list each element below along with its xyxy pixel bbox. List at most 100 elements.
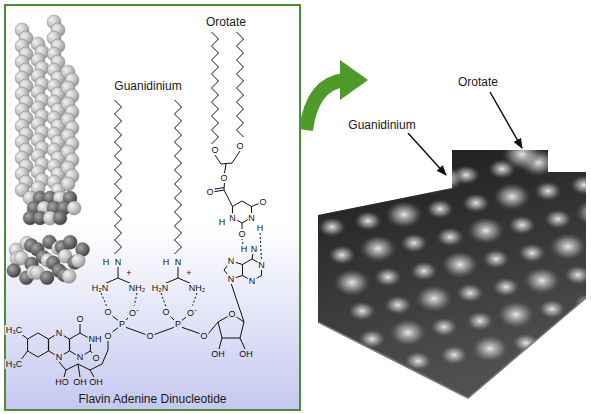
bond-line	[212, 95, 219, 102]
surface-bump	[436, 228, 464, 248]
bond-line	[28, 333, 38, 339]
surface-bump	[493, 184, 531, 212]
atom-label: O	[227, 309, 236, 319]
atom-label: O	[103, 331, 112, 341]
bond-line	[212, 102, 219, 109]
bond-line	[80, 323, 81, 333]
bond-line	[175, 177, 182, 184]
bond-line	[212, 116, 219, 123]
surface-bump	[548, 328, 576, 348]
surface-bump	[462, 194, 490, 214]
atom-label: N	[174, 257, 183, 267]
bond-line	[115, 226, 122, 233]
surface-bump	[389, 320, 427, 348]
bond-line	[38, 333, 48, 339]
surface-bump	[570, 176, 591, 196]
surface-bump	[404, 352, 432, 372]
atom-label: N	[247, 213, 256, 223]
surface-bump	[432, 168, 464, 192]
surface-bump	[348, 302, 376, 322]
atom-sphere	[40, 271, 54, 285]
atom-label: H	[162, 257, 171, 267]
bond-line	[212, 32, 219, 39]
bond-line	[115, 198, 122, 205]
surface-bump	[440, 346, 468, 366]
bond-line	[232, 151, 240, 163]
leader-arrow	[408, 133, 446, 175]
bond-line	[237, 39, 244, 46]
atom-sphere	[67, 201, 81, 215]
atom-label: HO	[54, 377, 70, 387]
bond-line	[175, 114, 182, 121]
atom-label: O	[235, 141, 244, 151]
bond-line	[175, 212, 182, 219]
hydrogen-bond	[260, 233, 262, 259]
surface-bump	[374, 268, 402, 288]
bond-line	[175, 128, 182, 135]
bond-line	[175, 240, 182, 247]
panel-frame	[5, 5, 300, 410]
bond-line	[69, 339, 70, 351]
bond-line	[115, 233, 122, 240]
atom-label: NH	[88, 334, 103, 344]
bond-line	[237, 88, 244, 95]
bond-line	[219, 338, 222, 349]
atom-sphere	[61, 177, 75, 191]
bond-line	[181, 327, 201, 334]
bond-line	[153, 327, 175, 335]
bond-line	[175, 170, 182, 177]
surface-bump	[523, 268, 561, 296]
bond-line	[212, 109, 219, 116]
bond-line	[48, 339, 49, 351]
molecule-band-fill	[6, 226, 299, 409]
surface-bump	[410, 262, 438, 282]
atom-label: N	[227, 256, 236, 266]
atom-label: O	[210, 145, 219, 155]
atom-label: H	[240, 244, 249, 254]
molecule-label: Orotate	[204, 14, 248, 30]
bond-line	[66, 364, 78, 370]
bond-line	[175, 226, 182, 233]
bond-line	[175, 198, 182, 205]
bond-line	[115, 240, 122, 247]
bond-line	[115, 135, 122, 142]
atom-sphere	[7, 264, 21, 278]
bond-line	[90, 370, 94, 377]
bond-line	[28, 351, 38, 357]
bond-line	[115, 184, 122, 191]
bond-line	[38, 351, 48, 357]
atom-sphere	[63, 235, 77, 249]
atom-label: H	[256, 223, 265, 233]
bond-line	[221, 163, 232, 164]
bond-line	[212, 130, 219, 137]
bond-line	[59, 362, 66, 370]
atom-label: O	[205, 187, 214, 197]
surface-bump	[549, 234, 587, 262]
surface-bump	[579, 318, 591, 346]
stm-surface	[303, 140, 591, 398]
surface-bump	[333, 270, 371, 298]
hydrogen-bond	[161, 293, 166, 307]
atom-label: O	[199, 331, 208, 341]
surface-bump	[385, 202, 423, 230]
bond-line	[175, 142, 182, 149]
bond-line	[212, 67, 219, 74]
atom-label: O⁻	[128, 306, 140, 319]
bond-line	[175, 149, 182, 156]
atom-label: N	[250, 244, 259, 254]
surface-bump	[508, 216, 536, 236]
surface-bump	[590, 232, 591, 252]
surface-bump	[415, 286, 453, 314]
hydrogen-bond	[101, 293, 107, 307]
bond-line	[78, 364, 80, 377]
bond-line	[237, 74, 244, 81]
bond-line	[115, 163, 122, 170]
bond-line	[237, 46, 244, 53]
bond-line	[213, 188, 224, 190]
bond-line	[115, 177, 122, 184]
atom-label: OH	[72, 377, 88, 387]
bond-line	[115, 219, 122, 226]
bond-line	[115, 205, 122, 212]
